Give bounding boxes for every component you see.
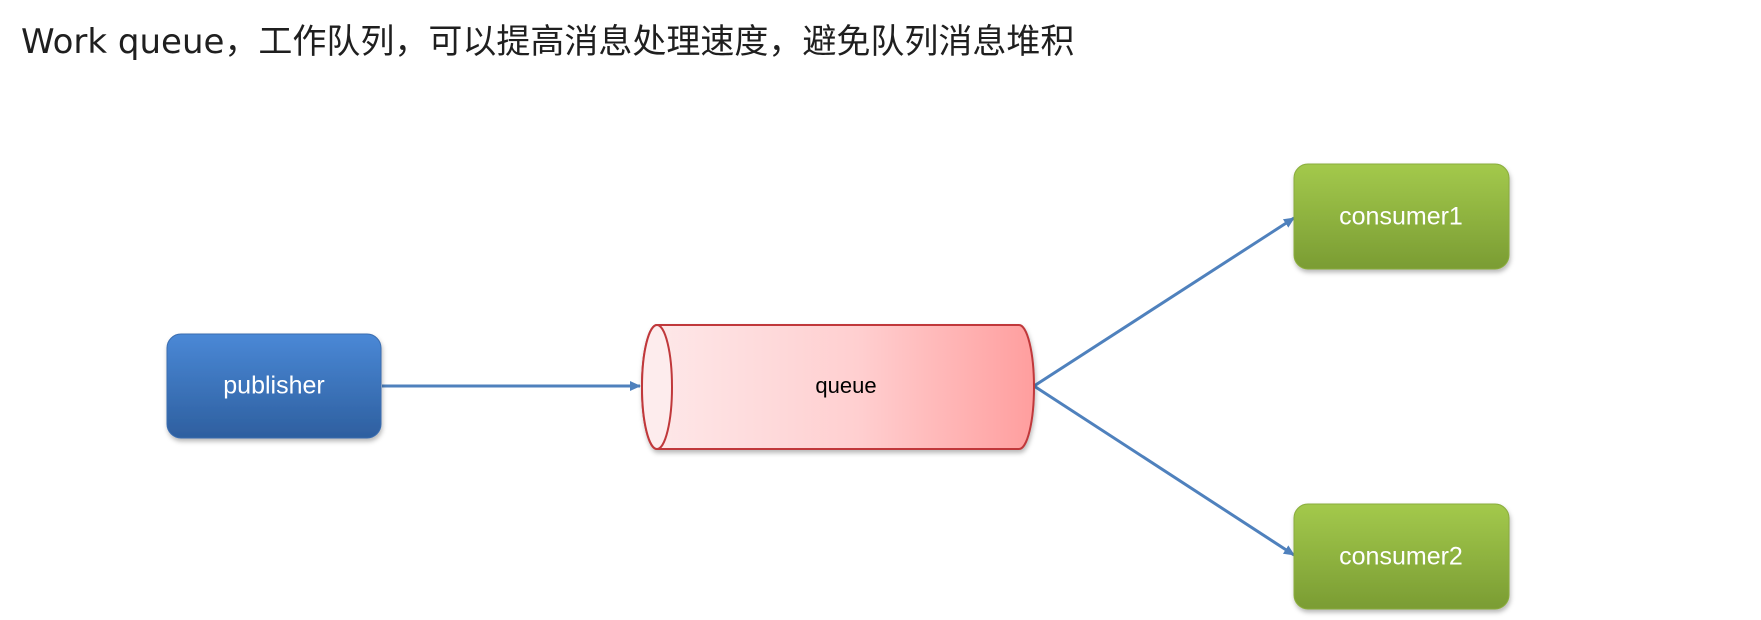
consumer1-label: consumer1 xyxy=(1339,203,1463,231)
consumer1-node xyxy=(1293,163,1510,270)
arrow-queue-to-consumer2 xyxy=(1033,384,1295,557)
arrow-queue-to-consumer1 xyxy=(1033,216,1295,388)
consumer2-node xyxy=(1293,503,1510,610)
queue-label: queue xyxy=(815,373,876,398)
publisher-node xyxy=(166,333,382,439)
diagram-title: Work queue，工作队列，可以提高消息处理速度，避免队列消息堆积 xyxy=(21,22,1075,62)
consumer2-label: consumer2 xyxy=(1339,543,1463,571)
queue-node xyxy=(641,324,1035,450)
publisher-label: publisher xyxy=(223,372,324,400)
